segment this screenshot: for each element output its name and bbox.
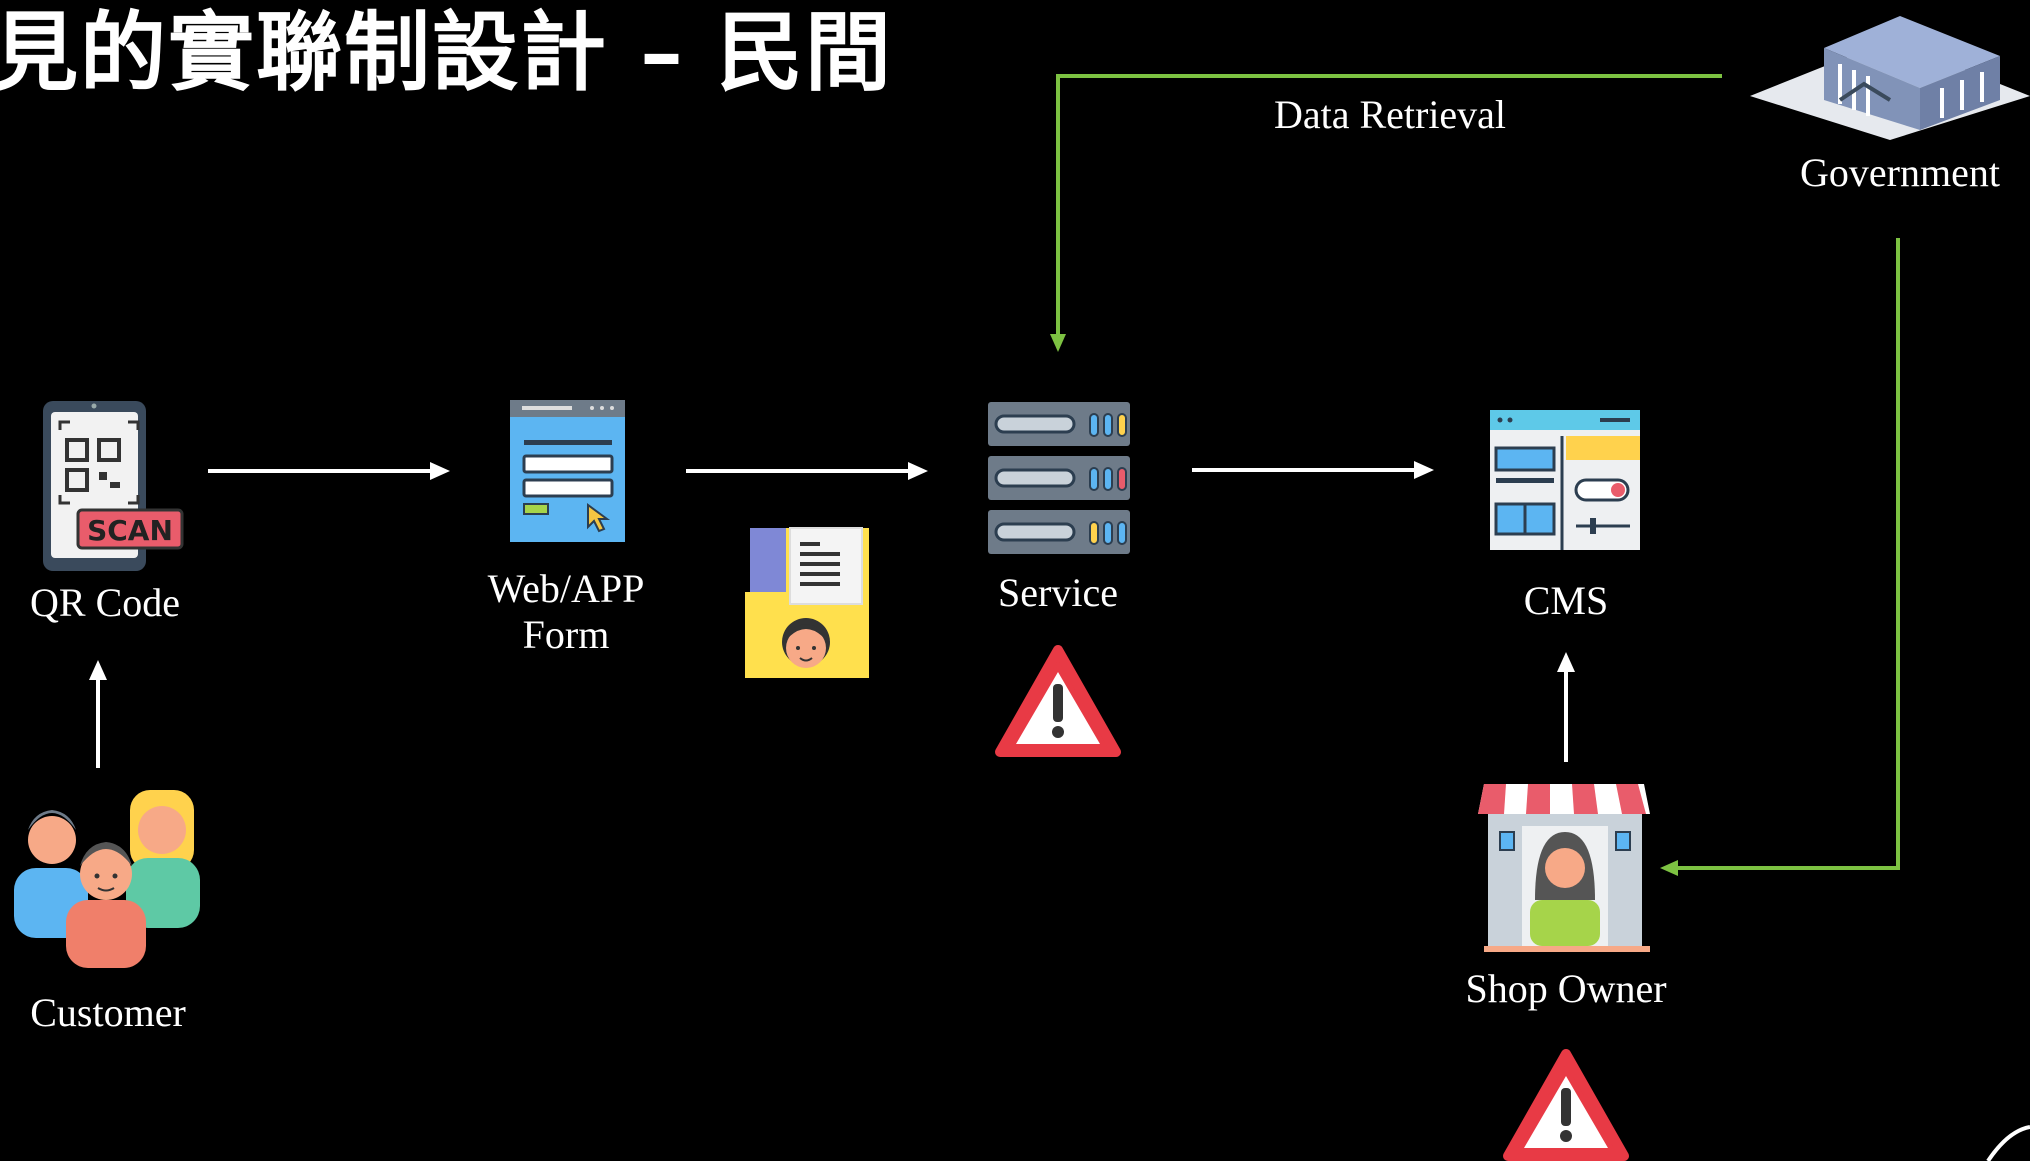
shop-owner-icon <box>1478 784 1650 952</box>
customers-group-icon <box>14 790 200 968</box>
service-label: Service <box>998 570 1118 615</box>
shop-owner-warning-icon <box>1503 1049 1629 1161</box>
cms-dashboard-icon <box>1490 410 1640 550</box>
server-icon <box>988 402 1130 554</box>
arrow-service-to-cms <box>1192 461 1434 479</box>
web-app-form-label-line1: Web/APP <box>487 566 645 611</box>
qr-scan-phone-icon: SCAN <box>43 401 184 571</box>
web-app-form-label-line2: Form <box>522 612 610 657</box>
web-app-form-label: Web/APP Form <box>456 566 676 658</box>
service-warning-icon <box>995 645 1121 757</box>
shop-owner-label: Shop Owner <box>1465 966 1667 1011</box>
government-label: Government <box>1800 150 2000 195</box>
arrow-government-to-shopowner <box>1660 238 1900 876</box>
government-building-icon <box>1750 16 2030 140</box>
qr-code-label: QR Code <box>30 580 180 625</box>
customer-label: Customer <box>30 990 186 1035</box>
personal-data-folder-icon <box>745 527 869 678</box>
data-retrieval-label: Data Retrieval <box>1273 92 1507 137</box>
scan-text: SCAN <box>87 514 173 547</box>
arrow-qr-to-form <box>208 462 450 480</box>
web-form-icon <box>510 400 625 542</box>
arrow-form-to-service <box>686 462 928 480</box>
slide-title: 見的實聯制設計 – 民間 <box>0 2 893 103</box>
corner-decoration <box>1986 1125 2030 1161</box>
arrow-government-to-service <box>1050 74 1722 352</box>
cms-label: CMS <box>1523 578 1609 623</box>
arrow-customer-to-qr <box>89 660 107 768</box>
arrow-shopowner-to-cms <box>1557 652 1575 762</box>
